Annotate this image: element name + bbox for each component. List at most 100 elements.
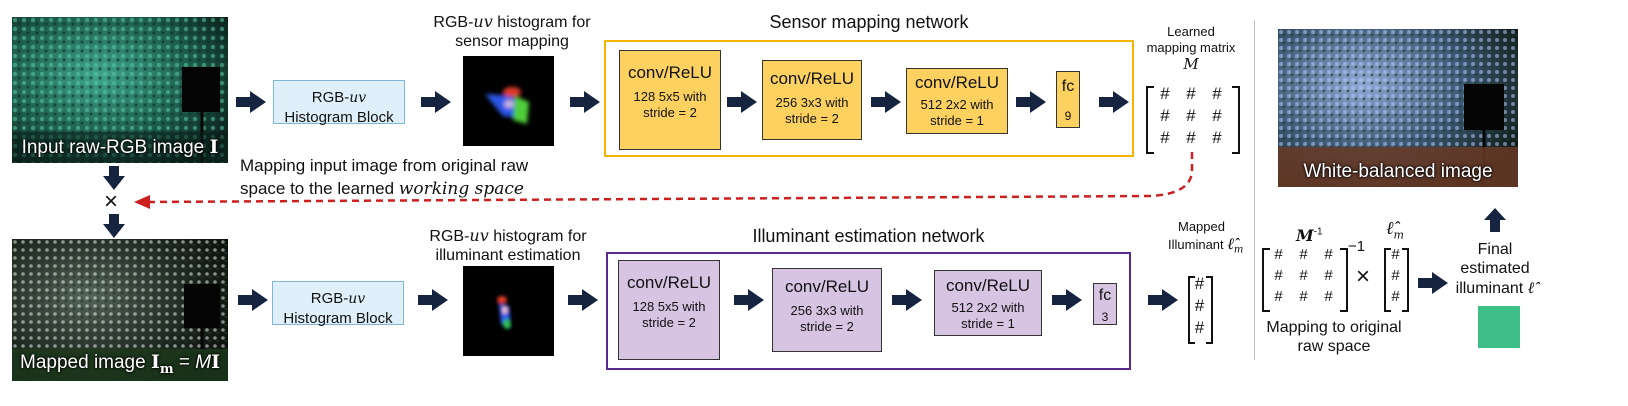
sensor-conv-layer-1: conv/ReLU 128 5x5 with stride = 2 (619, 50, 721, 150)
ell-hat: ℓ̂ (1386, 218, 1394, 239)
illum-conv-layer-1: conv/ReLU 128 5x5 with stride = 2 (618, 260, 720, 360)
white-balanced-image-foliage (1278, 29, 1518, 187)
matrix-cell: # (1299, 246, 1308, 263)
white-balanced-caption: White-balanced image (1303, 161, 1493, 182)
matrix-cell: # (1299, 288, 1308, 305)
mapped-image: Mapped image Im = MI (12, 239, 228, 381)
arrow-sensor-1-2 (727, 91, 757, 113)
sensor-conv-layer-3: conv/ReLU 512 2x2 with stride = 1 (906, 68, 1008, 134)
matrix-bracket-left (1146, 86, 1154, 154)
hist-block-bottom-label-a: RGB- (310, 290, 349, 307)
illum-fc-layer: fc 3 (1093, 283, 1117, 325)
sensor-fc-layer: fc 9 (1056, 71, 1080, 128)
final-line3: illuminant (1455, 280, 1528, 297)
hist-block-top-label-b: Histogram Block (284, 109, 394, 126)
mapped-illuminant-line2: Illuminant (1168, 237, 1228, 252)
matrix-cell: # (1274, 246, 1283, 263)
matrix-cell: # (1274, 267, 1283, 284)
matrix-cell: # (1186, 128, 1196, 147)
matrix-cell: # (1212, 128, 1222, 147)
arrow-illum-1-2 (734, 289, 764, 311)
mapped-image-foliage (12, 239, 228, 381)
sensor-fc-name: fc (1061, 78, 1075, 95)
input-caption-symbol: I (209, 136, 219, 158)
matrix-cell: # (1324, 288, 1333, 305)
arrow-illum-3-fc (1052, 289, 1082, 311)
arrow-hist-block-to-hist-top (421, 91, 451, 113)
matrix-cell: # (1324, 246, 1333, 263)
mapped-caption-m: M (195, 352, 212, 374)
illum-layer-3-name: conv/ReLU (945, 276, 1031, 295)
learned-matrix: ### ### ### (1152, 84, 1232, 150)
sensor-layer-3-name: conv/ReLU (914, 73, 1000, 92)
dashed-mapping-arrow (134, 152, 1194, 209)
arrow-hist-bottom-to-network (568, 289, 598, 311)
matrix-cell: # (1274, 288, 1283, 305)
hist-title-bottom-uv: uv (469, 226, 489, 245)
hist-block-top: RGB-uv Histogram Block (273, 80, 405, 126)
mapping-description-working-space: working space (398, 179, 524, 199)
sensor-layer-1-detail-b: stride = 2 (643, 105, 697, 120)
matrix-cell: # (1186, 106, 1196, 125)
inverse-matrix-row: # # # (1266, 288, 1342, 309)
illum-layer-1-name: conv/ReLU (626, 273, 712, 292)
histogram-illuminant-image (463, 266, 554, 356)
final-ell-hat: ℓ̂ (1527, 278, 1535, 297)
mapped-illuminant-title: Mapped Illuminant ℓ̂m (1168, 218, 1252, 259)
ell-hat-sub: m (1393, 228, 1404, 242)
ell-bracket-left (1384, 248, 1391, 312)
ell-vector-cell: # (1391, 246, 1400, 263)
mapped-illuminant-ell: ℓ̂ (1227, 234, 1234, 253)
illum-layer-1-detail-b: stride = 2 (642, 315, 696, 330)
mapped-caption-i: I (211, 351, 220, 374)
multiply-symbol: × (104, 188, 119, 215)
mapped-illuminant-vector: # # # (1193, 274, 1206, 340)
sensor-layer-2-detail-a: 256 3x3 with (775, 95, 849, 110)
matrix-title-line1: Learned (1167, 24, 1215, 39)
mapped-caption-subscript: m (159, 362, 174, 377)
arrow-illum-2-3 (892, 289, 922, 311)
arrow-illum-fc-to-vector (1148, 289, 1178, 311)
panel-separator (1254, 20, 1255, 360)
arrow-input-to-hist-block (236, 91, 266, 113)
arrow-sensor-3-fc (1016, 91, 1046, 113)
mapping-back-line1: Mapping to original (1266, 319, 1402, 336)
mapping-description-line1: Mapping input image from original raw (240, 156, 529, 175)
mapping-description: Mapping input image from original raw sp… (240, 154, 620, 201)
white-balanced-image: White-balanced image (1278, 29, 1518, 187)
hist-block-bottom-label-b: Histogram Block (283, 310, 393, 327)
sensor-layer-1-detail-a: 128 5x5 with (633, 89, 707, 104)
hist-block-bottom-uv: uv (348, 291, 366, 307)
input-raw-image-foliage (12, 17, 228, 163)
matrix-row: ### (1152, 84, 1232, 106)
inverse-bracket-right (1340, 248, 1348, 312)
ell-vector-cell: # (1391, 288, 1400, 305)
illum-layer-1-detail-a: 128 5x5 with (632, 299, 706, 314)
mapped-illuminant-ell-sub: m (1233, 244, 1244, 256)
matrix-bracket-right (1232, 86, 1240, 154)
illuminant-network-title: Illuminant estimation network (752, 226, 985, 246)
arrow-hist-top-to-network (570, 91, 600, 113)
mapped-caption-text: Mapped image (20, 352, 151, 374)
illuminant-network-frame (606, 252, 1131, 370)
matrix-cell: # (1324, 267, 1333, 284)
inverse-bracket-left (1262, 248, 1270, 312)
mapping-description-line2a: space to the learned (240, 179, 399, 198)
ell-vector: # # # (1389, 246, 1402, 309)
arrow-sensor-fc-to-matrix (1099, 91, 1129, 113)
inverse-matrix-symbol: M-1 (1296, 226, 1323, 246)
illum-layer-3-detail-b: stride = 1 (961, 316, 1015, 331)
arrow-mapped-to-hist-block (238, 289, 268, 311)
sensor-conv-layer-2: conv/ReLU 256 3x3 with stride = 2 (762, 60, 862, 140)
illum-layer-2-name: conv/ReLU (784, 277, 870, 296)
inverse-exponent: −1 (1348, 238, 1366, 255)
matrix-symbol: M (1183, 55, 1199, 73)
mapped-caption-symbol: I (150, 351, 160, 374)
matrix-cell: # (1160, 106, 1170, 125)
mapping-back-line2: raw space (1297, 338, 1371, 355)
sensor-network-frame (604, 40, 1134, 157)
hist-title-top-a: RGB- (433, 14, 474, 31)
illum-fc-name: fc (1098, 287, 1112, 304)
inverse-m: M (1296, 226, 1314, 245)
sensor-layer-2-detail-b: stride = 2 (785, 111, 839, 126)
